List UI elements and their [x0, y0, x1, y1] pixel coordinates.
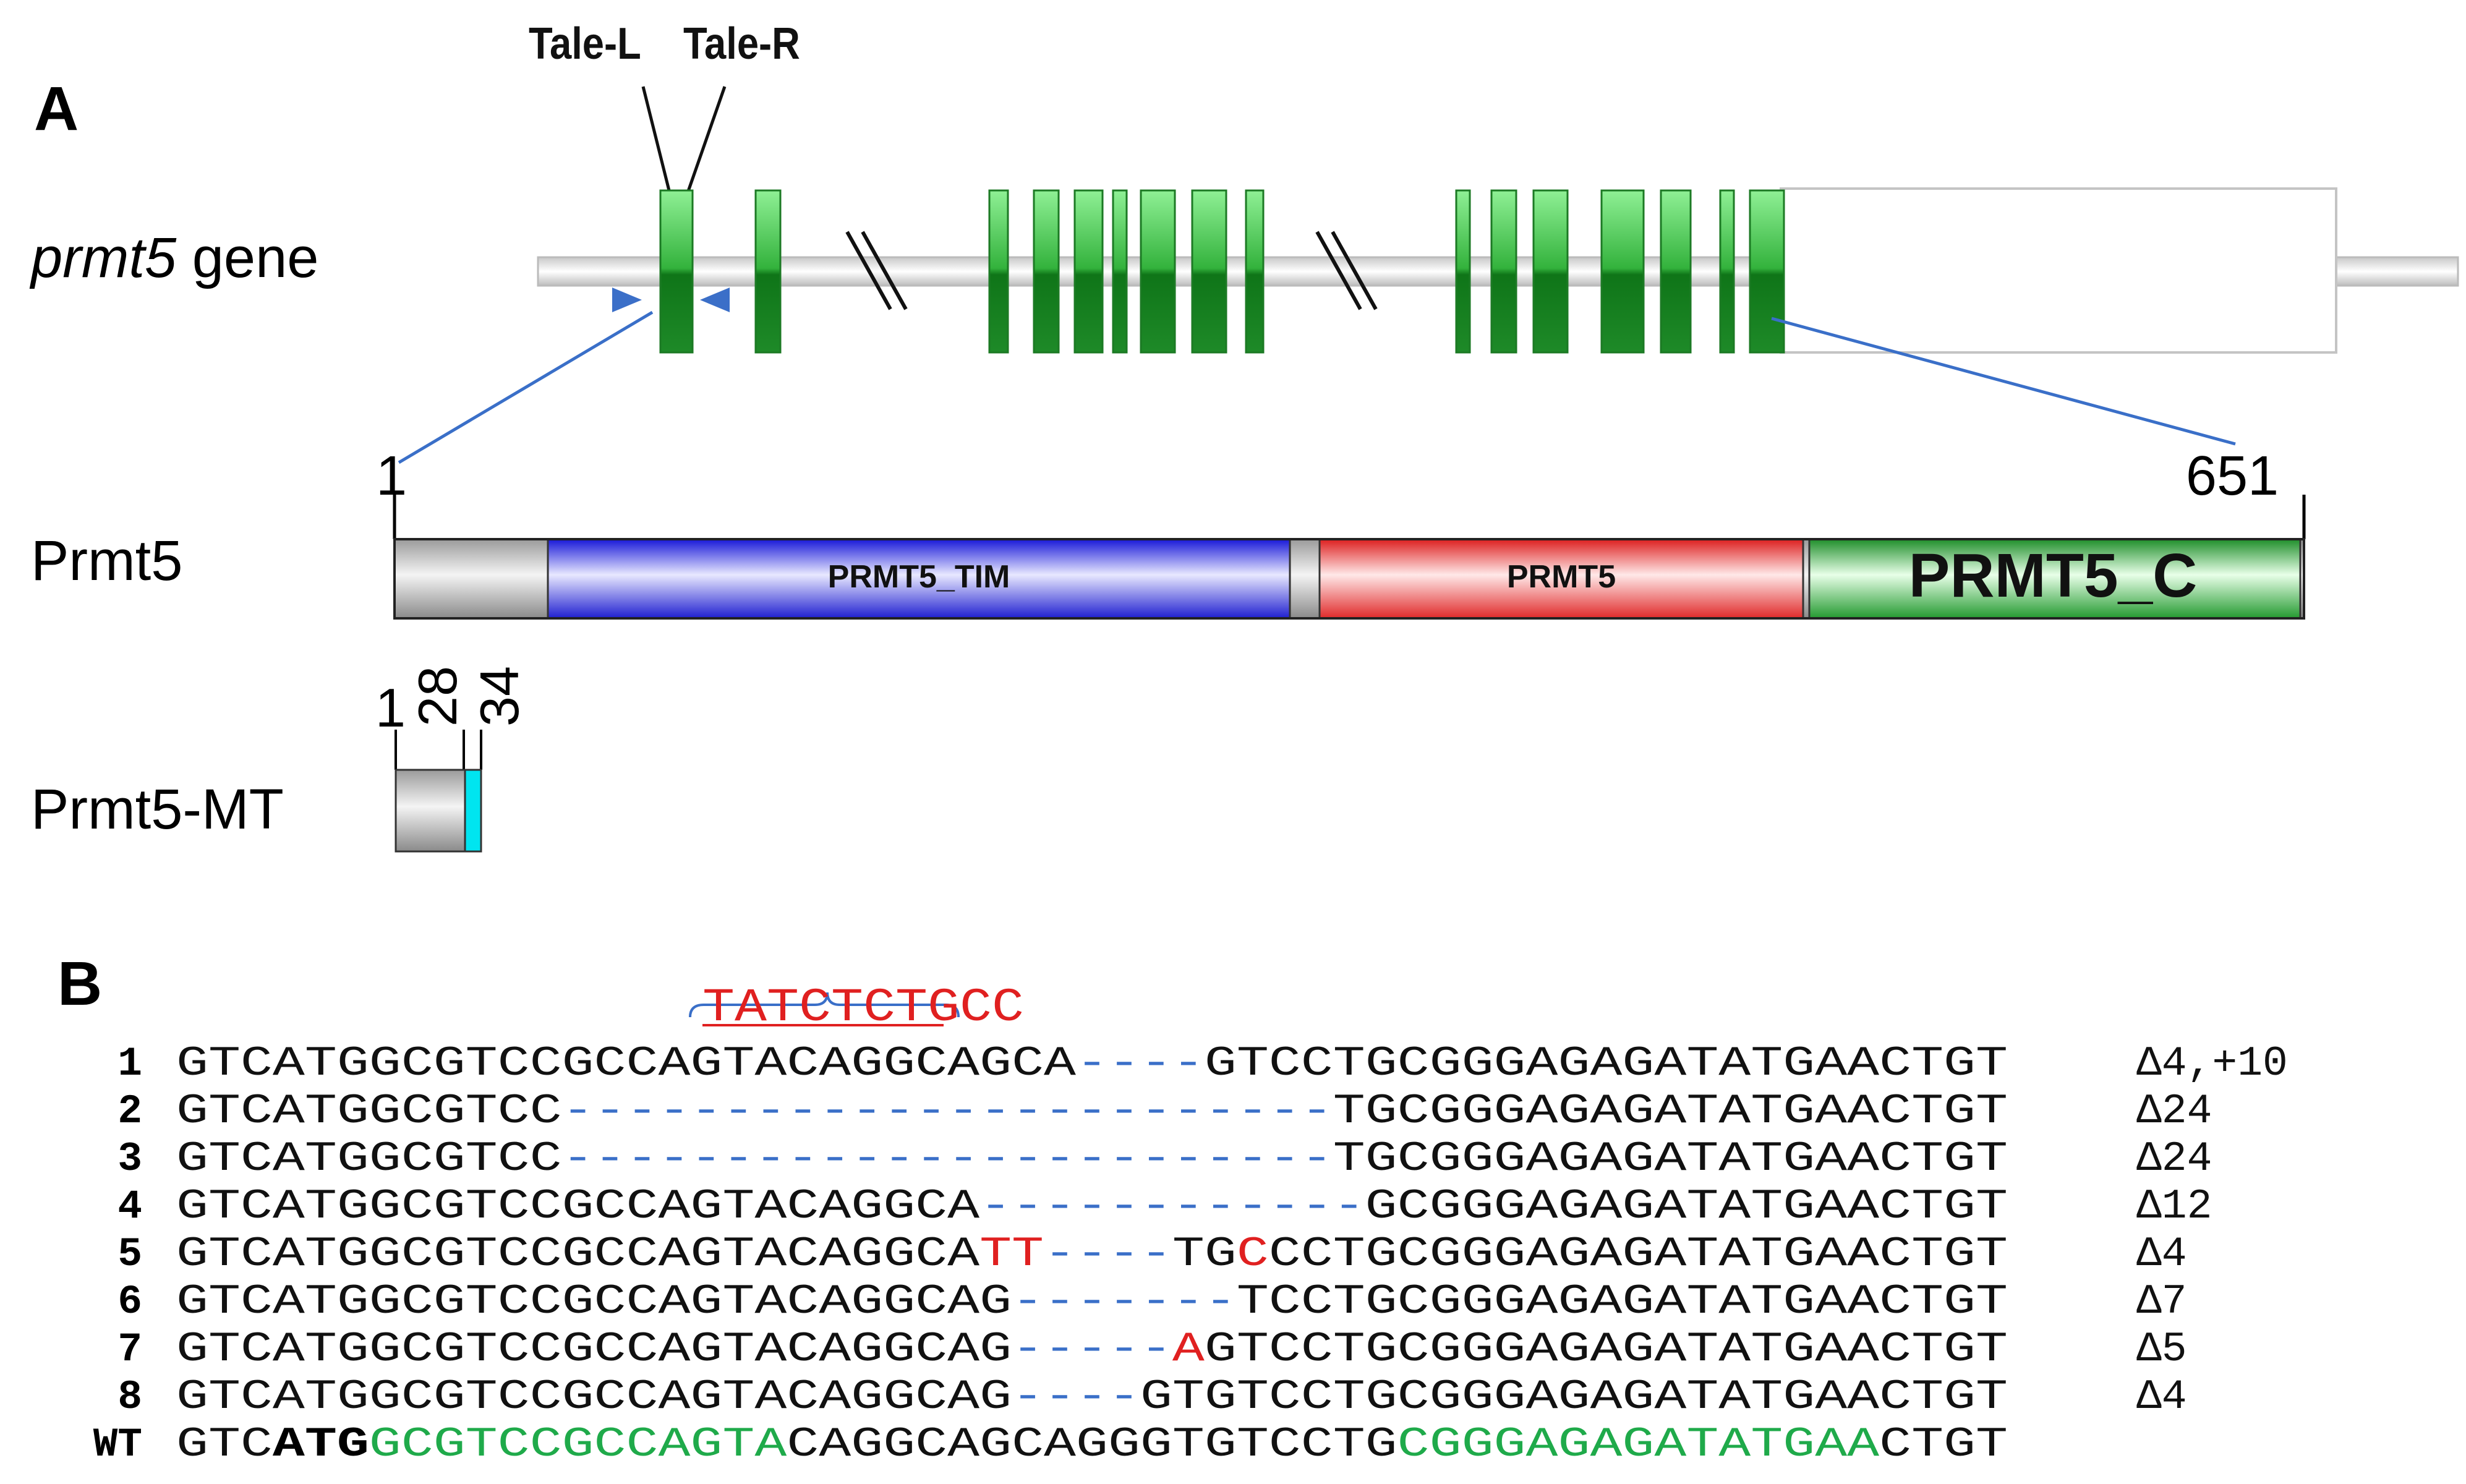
sequence-row-4: GTCATGGCGTCCGCCAGTACAGGCA------------GCG… [176, 1183, 2008, 1230]
delta-row-6: Δ7 [2136, 1278, 2187, 1326]
tale-l-pointer [641, 86, 672, 194]
exon-15 [1719, 189, 1735, 354]
protein-bar [393, 538, 2305, 620]
domain-prmt5-c-label: PRMT5_C [1909, 541, 2198, 610]
row-id-2: 2 [117, 1088, 142, 1135]
exon-10 [1455, 189, 1471, 354]
delta-row-7: Δ5 [2136, 1326, 2187, 1373]
protein-bar-outline [393, 538, 2305, 620]
delta-row-2: Δ24 [2136, 1088, 2212, 1135]
mutant-label: Prmt5-MT [31, 778, 284, 841]
exon-5 [1073, 189, 1104, 354]
sequence-row-6: GTCATGGCGTCCGCCAGTACAGGCAG-------TCCTGCG… [176, 1278, 2008, 1326]
protein-end-label: 651 [2186, 445, 2279, 507]
row-id-4: 4 [117, 1183, 142, 1230]
exon-13 [1600, 189, 1645, 354]
mutant-tick-label-34: 34 [469, 666, 530, 727]
connector-right [1771, 317, 2236, 446]
domain-prmt5-c [1808, 538, 2302, 620]
panel-a-label: A [34, 74, 79, 143]
mutant-grey-segment [395, 769, 466, 853]
utr-box [1780, 187, 2337, 354]
mutant-tick-label-1: 1 [375, 677, 406, 738]
sequence-row-3: GTCATGGCGTCC------------------------TGCG… [176, 1135, 2008, 1183]
mutant-tick-label-28: 28 [407, 666, 468, 727]
tale-r-pointer [686, 86, 727, 194]
gene-break-2 [1315, 231, 1378, 310]
delta-row-8: Δ4 [2136, 1373, 2187, 1421]
exon-2 [754, 189, 782, 354]
exon-16 [1749, 189, 1785, 354]
exon-12 [1532, 189, 1569, 354]
protein-nterm-segment [393, 538, 549, 620]
exon-9 [1245, 189, 1265, 354]
delta-row-5: Δ4 [2136, 1230, 2187, 1278]
protein-start-label: 1 [376, 445, 407, 507]
exons [659, 189, 1785, 354]
domain-prmt5-tim [547, 538, 1291, 620]
delta-row-1: Δ4,+10 [2136, 1040, 2288, 1088]
exon-8 [1191, 189, 1227, 354]
row-id-6: 6 [117, 1279, 142, 1325]
sequence-row-1: GTCATGGCGTCCGCCAGTACAGGCAGCA----GTCCTGCG… [176, 1040, 2008, 1088]
row-id-5: 5 [117, 1231, 142, 1277]
panel-b-label: B [58, 949, 102, 1018]
gene-break-1 [845, 231, 908, 310]
row-id-1: 1 [117, 1041, 142, 1087]
insertion-bracket [689, 992, 960, 1018]
deletion-annotations: Δ4,+10 Δ24 Δ24 Δ12 Δ4 Δ7 Δ5 Δ4 [2136, 1040, 2288, 1421]
row-id-wt: WT [93, 1422, 142, 1468]
connector-left [398, 310, 654, 464]
exon-4 [1033, 189, 1060, 354]
exon-14 [1660, 189, 1692, 354]
domain-prmt5-label: PRMT5 [1507, 559, 1616, 595]
tale-l-label: Tale-L [529, 19, 641, 69]
protein-linker-segment [1289, 538, 1321, 620]
exon-1 [659, 189, 694, 354]
mutant-frameshift-tail [464, 769, 482, 853]
exon-3 [988, 189, 1009, 354]
row-id-8: 8 [117, 1374, 142, 1420]
tale-r-label: Tale-R [683, 19, 800, 69]
delta-row-3: Δ24 [2136, 1135, 2212, 1183]
row-id-3: 3 [117, 1136, 142, 1182]
exon-6 [1112, 189, 1128, 354]
sequence-row-2: GTCATGGCGTCC------------------------TGCG… [176, 1088, 2008, 1135]
protein-label: Prmt5 [31, 529, 182, 592]
primer-reverse-icon [700, 288, 730, 312]
sequence-alignment: GTCATGGCGTCCGCCAGTACAGGCAGCA----GTCCTGCG… [176, 1040, 2008, 1469]
primer-forward-icon [612, 288, 642, 312]
exon-7 [1140, 189, 1176, 354]
exon-11 [1490, 189, 1517, 354]
delta-row-4: Δ12 [2136, 1183, 2212, 1230]
row-ids: 1 2 3 4 5 6 7 8 WT [93, 1041, 142, 1468]
gene-label: prmt5 gene [29, 226, 318, 289]
sequence-row-8: GTCATGGCGTCCGCCAGTACAGGCAG----GTGTCCTGCG… [176, 1373, 2008, 1421]
domain-prmt5-tim-label: PRMT5_TIM [828, 559, 1010, 595]
row-id-7: 7 [117, 1326, 142, 1373]
insertion-sequence: TATCTCTGCC [702, 981, 1024, 1034]
